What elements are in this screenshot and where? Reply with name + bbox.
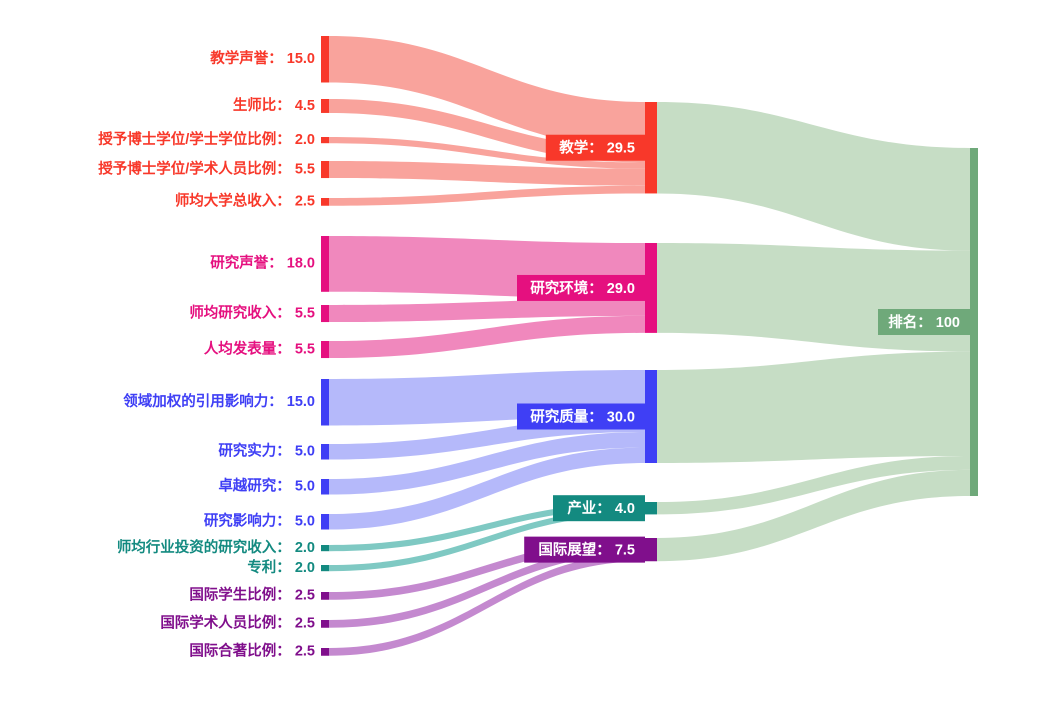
sankey-node-phd_bachelor[interactable]	[321, 137, 329, 144]
source-node-label-intl_staff: 国际学术人员比例： 2.5	[160, 614, 315, 632]
sankey-node-teaching_rep[interactable]	[321, 36, 329, 83]
source-node-label-industry_income: 师均行业投资的研究收入： 2.0	[117, 538, 315, 556]
node-label-text-rank: 排名： 100	[888, 313, 960, 331]
sankey-link	[329, 315, 645, 359]
sankey-node-research_income[interactable]	[321, 305, 329, 323]
node-label-text-industry: 产业： 4.0	[567, 499, 635, 517]
sankey-node-rank[interactable]	[970, 148, 978, 496]
node-label-research_env: 研究环境： 29.0	[517, 274, 645, 301]
node-label-text-research_env: 研究环境： 29.0	[530, 279, 635, 297]
sankey-link	[329, 161, 645, 186]
source-node-label-phd_staff: 授予博士学位/学术人员比例： 5.5	[98, 159, 315, 177]
sankey-node-industry[interactable]	[645, 502, 657, 515]
sankey-node-intl_coauth[interactable]	[321, 648, 329, 656]
source-node-label-fwci: 领域加权的引用影响力： 15.0	[123, 392, 315, 410]
sankey-link	[329, 553, 645, 656]
sankey-node-patents[interactable]	[321, 565, 329, 572]
sankey-node-international[interactable]	[645, 538, 657, 562]
node-label-background	[524, 536, 645, 563]
links-layer	[329, 36, 970, 656]
sankey-link	[329, 508, 645, 572]
sankey-node-research_inf[interactable]	[321, 514, 329, 530]
sankey-node-research_env[interactable]	[645, 243, 657, 333]
sankey-node-inst_income[interactable]	[321, 198, 329, 206]
sankey-link	[657, 351, 970, 463]
source-node-label-teaching_rep: 教学声誉： 15.0	[209, 49, 315, 67]
source-node-label-intl_students: 国际学生比例： 2.5	[189, 586, 315, 604]
source-node-label-research_str: 研究实力： 5.0	[218, 442, 315, 460]
source-node-label-patents: 专利： 2.0	[247, 558, 315, 576]
sankey-node-research_rep[interactable]	[321, 236, 329, 292]
node-label-background	[517, 403, 645, 430]
sankey-node-research_str[interactable]	[321, 444, 329, 460]
source-node-label-student_staff: 生师比： 4.5	[233, 96, 315, 114]
sankey-node-research_exc[interactable]	[321, 479, 329, 495]
sankey-link	[329, 185, 645, 206]
sankey-node-phd_staff[interactable]	[321, 161, 329, 179]
sankey-node-fwci[interactable]	[321, 379, 329, 426]
node-label-international: 国际展望： 7.5	[524, 536, 645, 563]
sankey-link	[657, 102, 970, 251]
sankey-link	[329, 538, 645, 600]
node-label-rank: 排名： 100	[878, 309, 970, 335]
node-label-background	[517, 274, 645, 301]
node-label-background	[878, 309, 970, 335]
sankey-node-research_quality[interactable]	[645, 370, 657, 463]
sankey-link	[657, 455, 970, 515]
sankey-link	[329, 432, 645, 495]
source-node-label-pubs_per_staff: 人均发表量： 5.5	[204, 339, 315, 357]
sankey-node-intl_students[interactable]	[321, 592, 329, 600]
source-node-label-phd_bachelor: 授予博士学位/学士学位比例： 2.0	[98, 130, 315, 148]
sankey-node-teaching[interactable]	[645, 102, 657, 194]
source-node-label-research_exc: 卓越研究： 5.0	[218, 477, 315, 495]
source-node-label-research_inf: 研究影响力： 5.0	[204, 512, 315, 530]
sankey-link	[329, 502, 645, 552]
sankey-link	[329, 137, 645, 169]
sankey-link	[657, 243, 970, 352]
sankey-node-intl_staff[interactable]	[321, 620, 329, 628]
sankey-link	[329, 447, 645, 530]
source-node-label-inst_income: 师均大学总收入： 2.5	[175, 192, 315, 210]
node-label-background	[553, 495, 645, 522]
node-label-research_quality: 研究质量： 30.0	[517, 403, 645, 430]
sankey-link	[329, 545, 645, 628]
node-label-text-international: 国际展望： 7.5	[538, 540, 635, 558]
sankey-link	[329, 36, 645, 149]
source-node-label-research_income: 师均研究收入： 5.5	[189, 303, 315, 321]
sankey-node-student_staff[interactable]	[321, 99, 329, 113]
labels-layer: 教学声誉： 15.0 生师比： 4.5 授予博士学位/学士学位比例： 2.0 授予博士…	[98, 49, 970, 660]
source-node-label-research_rep: 研究声誉： 18.0	[210, 254, 315, 272]
node-label-industry: 产业： 4.0	[553, 495, 645, 522]
sankey-link	[329, 298, 645, 323]
node-label-text-teaching: 教学： 29.5	[558, 139, 635, 157]
node-label-teaching: 教学： 29.5	[545, 134, 645, 161]
source-node-label-intl_coauth: 国际合著比例： 2.5	[189, 642, 315, 660]
sankey-node-industry_income[interactable]	[321, 545, 329, 552]
node-label-background	[545, 134, 645, 161]
sankey-link	[657, 469, 970, 562]
sankey-node-pubs_per_staff[interactable]	[321, 341, 329, 359]
nodes-layer	[321, 36, 978, 656]
node-label-text-research_quality: 研究质量： 30.0	[530, 407, 635, 425]
